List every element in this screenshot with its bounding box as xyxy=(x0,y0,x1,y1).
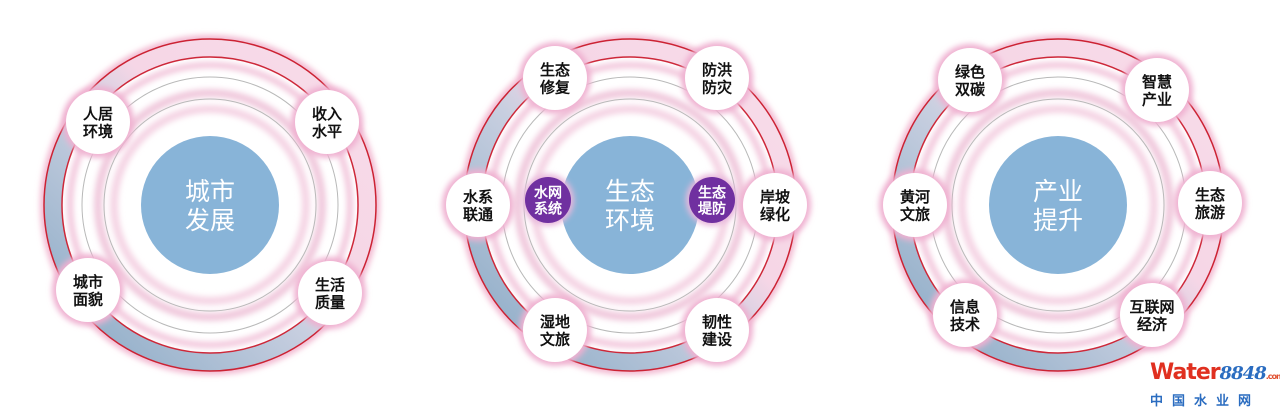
label-text: 产业 xyxy=(1033,177,1083,206)
label-text: 文旅 xyxy=(540,330,570,348)
label-text: 水网 xyxy=(534,184,562,201)
label-text: 联通 xyxy=(463,205,493,223)
label-text: 文旅 xyxy=(900,205,930,223)
label-text: 智慧 xyxy=(1142,73,1172,91)
label-text: 面貌 xyxy=(73,290,103,308)
label-text: 建设 xyxy=(702,330,732,348)
center-circle xyxy=(141,136,279,274)
label-text: 修复 xyxy=(539,78,571,96)
label-text: 双碳 xyxy=(955,80,986,98)
label-text: 防灾 xyxy=(702,78,733,96)
label-text: 旅游 xyxy=(1195,203,1225,221)
inner-ring xyxy=(951,98,1165,312)
label-text: 发展 xyxy=(185,206,235,235)
label-text: 生态 xyxy=(1195,186,1225,204)
label-text: 防洪 xyxy=(702,61,732,79)
label-text: 堤防 xyxy=(698,200,726,217)
label-text: 水平 xyxy=(312,122,342,140)
label-text: 湿地 xyxy=(540,313,570,331)
label-text: 人居 xyxy=(83,105,113,123)
label-text: 环境 xyxy=(83,122,113,140)
center-circle xyxy=(989,136,1127,274)
label-text: 产业 xyxy=(1142,90,1172,108)
label-text: 质量 xyxy=(315,293,345,311)
watermark-logo: Water8848.com 中国水业网 xyxy=(1150,360,1280,410)
label-text: 互联网 xyxy=(1129,298,1174,316)
label-text: 岸坡 xyxy=(760,188,790,206)
label-text: 收入 xyxy=(312,105,342,123)
middle-ring xyxy=(81,76,339,334)
label-text: 经济 xyxy=(1137,315,1168,333)
label-text: 生态 xyxy=(698,184,726,201)
label-text: 生活 xyxy=(315,276,345,294)
label-text: 生态 xyxy=(605,177,655,206)
label-text: 系统 xyxy=(534,200,562,217)
label-text: 生态 xyxy=(540,61,570,79)
label-text: 信息 xyxy=(950,298,980,316)
label-text: 城市 xyxy=(73,273,103,291)
center-circle xyxy=(561,136,699,274)
label-text: 环境 xyxy=(605,206,655,235)
inner-ring xyxy=(103,98,317,312)
outer-ring xyxy=(44,39,376,371)
label-text: 水系 xyxy=(463,188,493,206)
ring-diagram: 产业提升绿色双碳智慧产业黄河文旅生态旅游信息技术互联网经济 xyxy=(879,35,1246,375)
label-text: 提升 xyxy=(1033,206,1083,235)
label-text: 城市 xyxy=(185,177,235,206)
label-text: 绿化 xyxy=(760,205,790,223)
label-text: 韧性 xyxy=(702,313,732,331)
label-text: 黄河 xyxy=(900,188,930,206)
label-text: 技术 xyxy=(950,315,980,333)
label-text: 绿色 xyxy=(955,63,985,81)
